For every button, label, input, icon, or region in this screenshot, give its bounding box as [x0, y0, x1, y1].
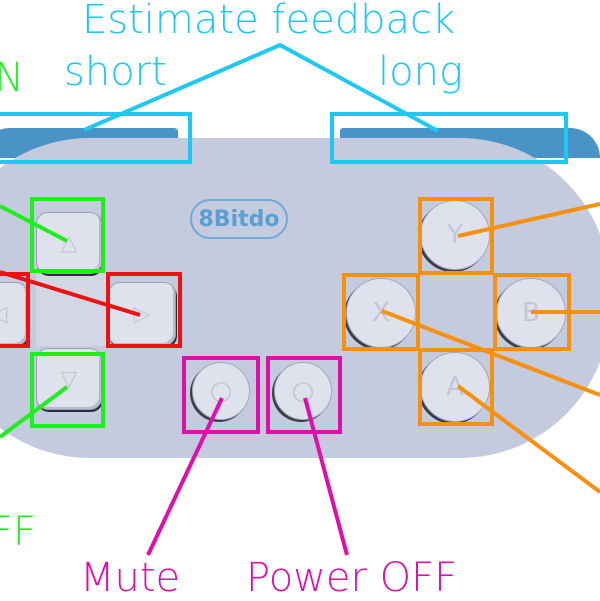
triangle-down-icon: ▽ [60, 366, 78, 392]
estimate-feedback-title: Estimate feedback [82, 0, 456, 43]
left-bottom-label-fragment: FF [0, 509, 37, 555]
dpad-center [36, 272, 108, 346]
power-off-label: Power OFF [246, 555, 458, 601]
power-highlight-box [266, 356, 342, 434]
mute-highlight-box [182, 356, 260, 434]
dpad-right-highlight-box [106, 272, 182, 348]
a-highlight-box [418, 348, 494, 426]
short-label: short [64, 49, 167, 95]
brand-logo: 8Bitdo [190, 199, 288, 239]
dpad-left-highlight-box [0, 272, 30, 348]
long-label: long [378, 49, 463, 95]
short-feedback-zone-box [0, 112, 192, 164]
long-feedback-zone-box [330, 112, 568, 164]
dpad-up-highlight-box [30, 197, 105, 273]
mute-label: Mute [80, 555, 181, 601]
b-highlight-box [493, 273, 571, 351]
left-top-label-fragment: N [0, 55, 24, 101]
x-highlight-box [342, 273, 420, 351]
dpad-down-highlight-box [30, 352, 105, 428]
y-highlight-box [418, 197, 494, 275]
